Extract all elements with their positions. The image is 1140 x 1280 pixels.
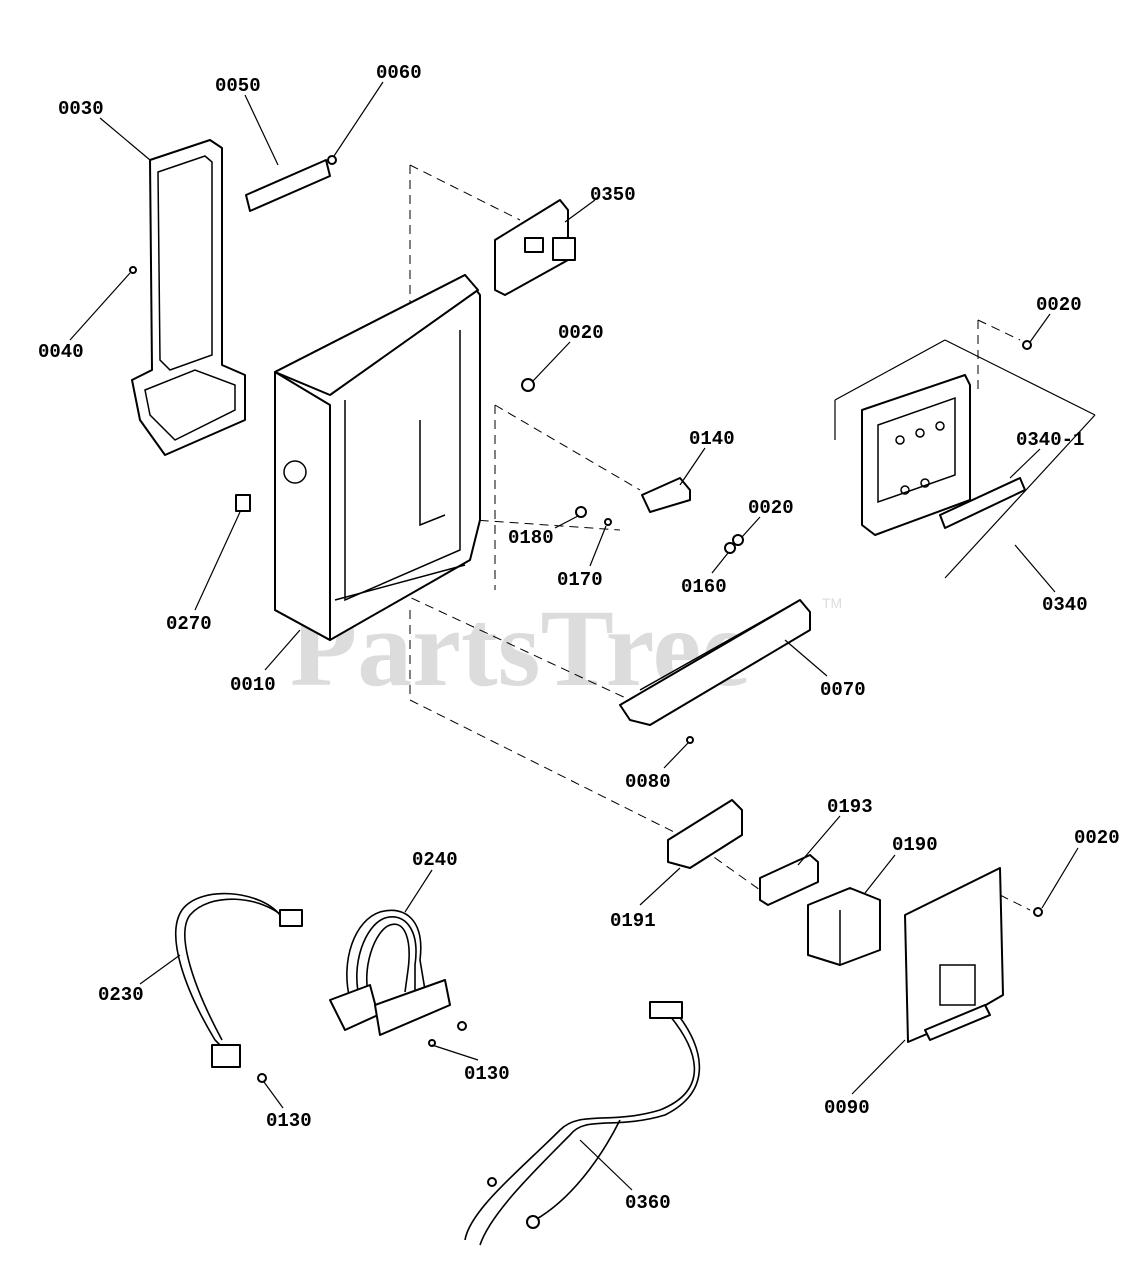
- part-0060-nut: [327, 155, 337, 165]
- part-0020-bolt: [521, 378, 535, 392]
- label-0060: 0060: [376, 62, 422, 84]
- label-0020-cover: 0020: [1074, 827, 1120, 849]
- part-0350-board: [494, 199, 576, 296]
- part-0020-cover-screw: [1033, 907, 1043, 917]
- label-0020-center: 0020: [558, 322, 604, 344]
- label-0340-1: 0340-1: [1016, 429, 1084, 451]
- label-0160: 0160: [681, 576, 727, 598]
- part-0030-duct: [131, 139, 246, 456]
- label-0090: 0090: [824, 1097, 870, 1119]
- part-0190-breaker: [807, 887, 881, 966]
- part-0180-nut: [575, 506, 587, 518]
- part-labels: 0030 0050 0060 0040 0350 0020 0020 0140 …: [38, 62, 1120, 1214]
- label-0190: 0190: [892, 834, 938, 856]
- label-0020-panel: 0020: [1036, 294, 1082, 316]
- part-0360-harness: [464, 1001, 701, 1246]
- label-0050: 0050: [215, 75, 261, 97]
- part-0080-screw: [686, 736, 694, 744]
- part-0170-washer: [604, 518, 612, 526]
- part-0191-bracket: [667, 799, 743, 869]
- label-0193: 0193: [827, 796, 873, 818]
- label-0130-right: 0130: [464, 1063, 510, 1085]
- label-0340: 0340: [1042, 594, 1088, 616]
- label-0191: 0191: [610, 910, 656, 932]
- part-0090-cover: [904, 867, 1004, 1043]
- label-0230: 0230: [98, 984, 144, 1006]
- part-0070-rail: [619, 599, 811, 726]
- part-0140-bracket: [641, 477, 691, 513]
- label-0240: 0240: [412, 849, 458, 871]
- part-0340-panel: [834, 339, 1096, 579]
- label-0070: 0070: [820, 679, 866, 701]
- leader-lines: [69, 81, 1079, 1191]
- label-0030: 0030: [58, 98, 104, 120]
- label-0170: 0170: [557, 569, 603, 591]
- part-0270-clip: [235, 494, 251, 512]
- label-0080: 0080: [625, 771, 671, 793]
- label-0350: 0350: [590, 184, 636, 206]
- part-0020-panel-screw: [1022, 340, 1032, 350]
- watermark-trademark: TM: [822, 595, 842, 611]
- label-0360: 0360: [625, 1192, 671, 1214]
- part-0193-connector: [759, 854, 819, 906]
- part-0240-harness: [329, 909, 467, 1047]
- label-0020-right: 0020: [748, 497, 794, 519]
- label-0140: 0140: [689, 428, 735, 450]
- part-0040-screw: [129, 266, 137, 274]
- part-0230-harness: [175, 892, 303, 1083]
- part-0020-screw: [732, 534, 744, 546]
- part-0050-label: [245, 159, 331, 212]
- part-0160-screw: [724, 542, 736, 554]
- label-0010: 0010: [230, 674, 276, 696]
- label-0270: 0270: [166, 613, 212, 635]
- label-0180: 0180: [508, 527, 554, 549]
- label-0040: 0040: [38, 341, 84, 363]
- part-0010-enclosure: [274, 274, 481, 641]
- label-0130-left: 0130: [266, 1110, 312, 1132]
